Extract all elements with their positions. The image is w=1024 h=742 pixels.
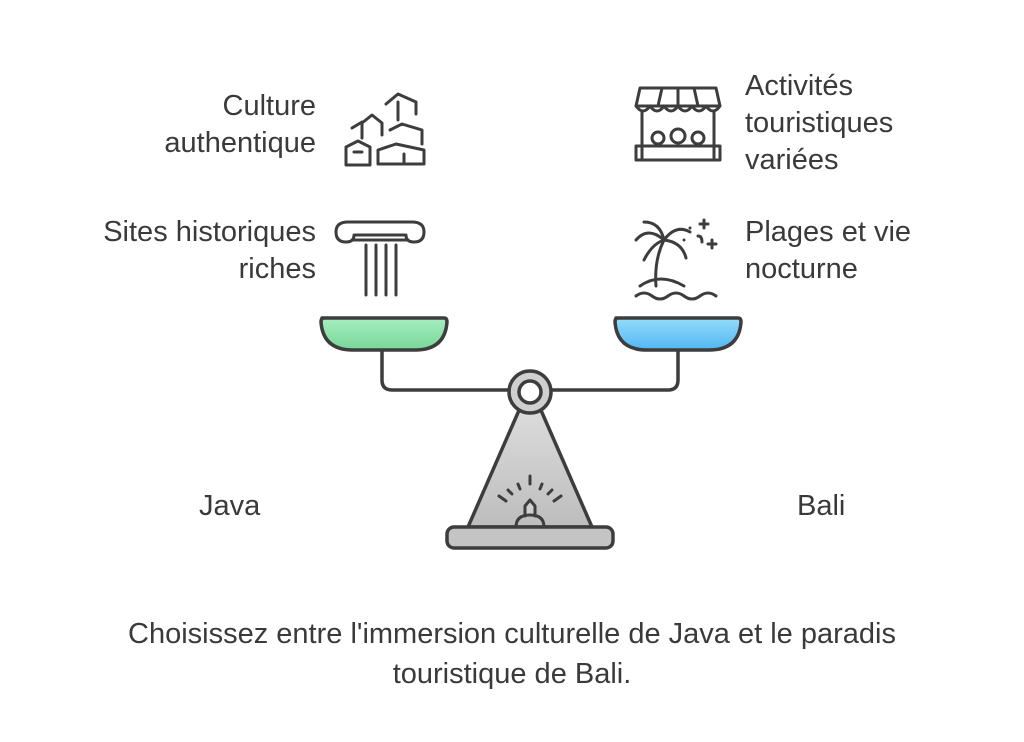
label-bali: Bali <box>797 490 846 522</box>
item-activites-touristiques: Activités touristiques variées <box>745 70 894 176</box>
gauge-icon <box>497 474 563 529</box>
palm-island-icon <box>634 218 718 301</box>
label-java: Java <box>199 490 261 522</box>
right-pan <box>613 316 743 352</box>
item-plages-vie-nocturne: Plages et vie nocturne <box>745 216 912 285</box>
scale-base <box>445 525 615 550</box>
item-culture-authentique: Culture authentique <box>164 90 316 159</box>
left-pan <box>319 316 449 352</box>
village-buildings-icon <box>344 92 426 167</box>
ionic-column-icon <box>334 220 426 297</box>
market-stall-icon <box>634 86 722 162</box>
caption: Choisissez entre l'immersion culturelle … <box>128 618 896 690</box>
item-sites-historiques: Sites historiques riches <box>103 216 316 285</box>
